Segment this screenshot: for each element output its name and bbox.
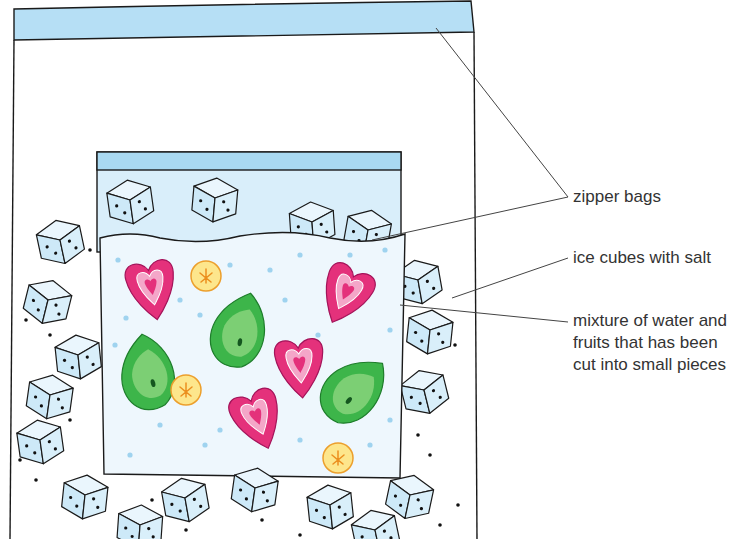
leader-lines — [372, 28, 568, 322]
banana-slice — [171, 375, 201, 405]
banana-slice — [191, 261, 221, 291]
callout-label: ice cubes with salt — [573, 247, 742, 269]
ice-cubes-front — [15, 417, 435, 539]
outer-zipper-bag — [10, 1, 477, 539]
apple-slice — [309, 343, 398, 435]
apple-slice — [111, 329, 182, 416]
fruit-mixture-bag — [100, 232, 405, 478]
strawberry-slice — [310, 259, 378, 332]
apple-slice — [206, 288, 271, 372]
callout-label: mixture of water and fruits that has bee… — [573, 310, 741, 376]
strawberry-slice — [226, 385, 291, 456]
banana-slice — [323, 443, 353, 473]
callout-label: zipper bags — [573, 186, 742, 208]
strawberry-slice — [123, 258, 181, 324]
strawberry-slice — [273, 338, 326, 400]
